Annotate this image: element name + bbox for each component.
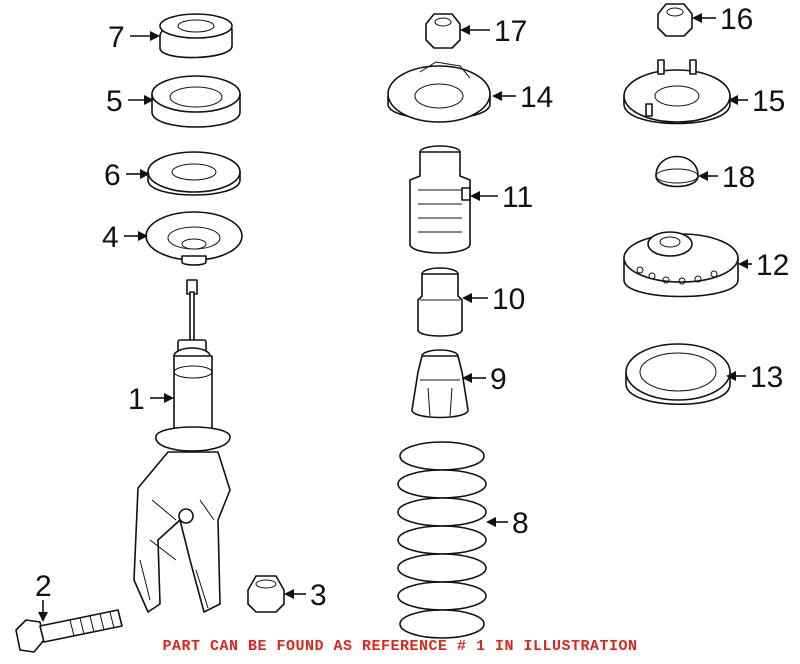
callout-16: 16 [720,3,753,36]
callout-3: 3 [310,579,327,612]
callout-5: 5 [106,85,123,118]
callout-arrows [38,13,752,622]
part-5-bearing [151,75,241,128]
part-3-nut [247,575,285,613]
part-2-bolt [15,609,123,653]
callout-12: 12 [756,249,789,282]
callout-4: 4 [102,221,119,254]
callout-14: 14 [520,81,553,114]
part-16-nut [657,3,693,37]
part-8-coil-spring [397,441,487,639]
part-6-washer [147,151,241,196]
part-18-cap [655,155,699,188]
callout-8: 8 [512,507,529,540]
callout-18: 18 [722,161,755,194]
part-10-bump-stop [417,267,463,337]
part-12-strut-mount [623,231,739,298]
part-11-dust-boot [409,145,471,254]
part-9-bumper-cap [411,349,469,419]
callout-10: 10 [492,283,525,316]
part-14-top-mount [387,61,491,123]
callout-15: 15 [752,85,785,118]
part-17-nut [425,13,461,49]
callout-labels: 7 5 6 4 1 2 3 17 14 11 10 9 8 16 15 18 1… [35,3,789,612]
reference-note: PART CAN BE FOUND AS REFERENCE # 1 IN IL… [162,638,638,655]
callout-13: 13 [750,361,783,394]
callout-11: 11 [502,181,533,214]
callout-7: 7 [108,21,125,54]
callout-6: 6 [104,159,121,192]
callout-1: 1 [128,383,145,416]
part-1-strut-assembly [133,279,231,613]
part-4-seat [145,211,243,266]
callout-9: 9 [490,363,507,396]
callout-2: 2 [35,570,52,603]
part-7-spring-seat [159,13,233,59]
part-15-mount-plate [623,59,731,125]
part-13-coil-seat [625,343,731,405]
callout-17: 17 [494,15,527,48]
